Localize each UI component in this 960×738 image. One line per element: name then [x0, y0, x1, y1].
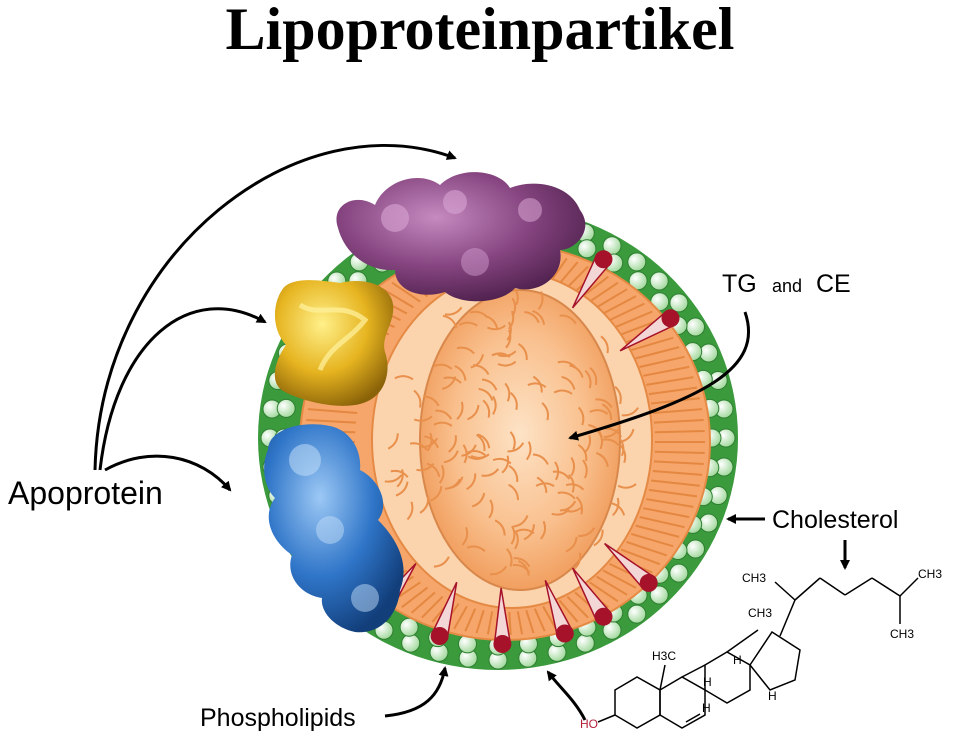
- ch3-right-low: CH3: [890, 627, 914, 641]
- tg-label: TG: [722, 270, 757, 298]
- ch3-top-left: CH3: [742, 571, 766, 585]
- apoprotein-label: Apoprotein: [8, 475, 163, 511]
- apoprotein-arrows: [93, 143, 457, 492]
- apoprotein-purple: [336, 172, 586, 302]
- cholesterol-label: Cholesterol: [772, 506, 898, 534]
- h-atom-1: H: [733, 653, 742, 667]
- h-atom-4: H: [768, 689, 777, 703]
- apoprotein-yellow: [274, 280, 394, 406]
- ho-arrow: [546, 670, 587, 721]
- ch3-ring-c: CH3: [748, 606, 772, 620]
- and-label: and: [772, 276, 802, 296]
- ho-group: HO: [580, 717, 598, 731]
- ch3-top-right: CH3: [918, 567, 942, 581]
- h3c-ring-a: H3C: [652, 649, 676, 663]
- cholesterol-structure: [597, 577, 919, 729]
- phospholipids-arrow: [384, 666, 449, 718]
- phospholipids-label: Phospholipids: [200, 704, 356, 732]
- h-atom-2: H: [703, 675, 712, 689]
- page-title: Lipoproteinpartikel: [225, 0, 735, 62]
- tg-ce-arrow: [568, 311, 751, 441]
- lipid-core: [384, 286, 639, 591]
- ce-label: CE: [816, 270, 851, 298]
- h-atom-3: H: [702, 701, 711, 715]
- apoprotein-blue: [264, 424, 404, 633]
